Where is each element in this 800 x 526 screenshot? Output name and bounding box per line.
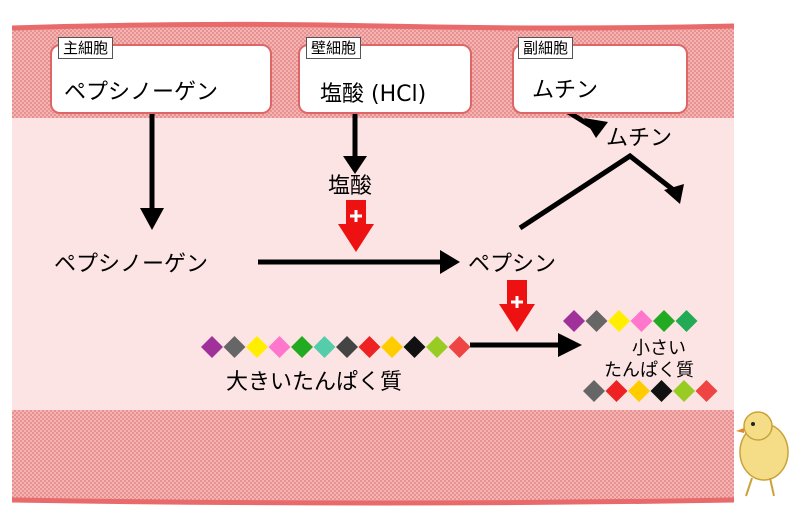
mucin-label: ムチン [606, 126, 673, 151]
protein-bead [630, 310, 653, 332]
protein-bead [605, 380, 628, 402]
protein-bead [246, 336, 268, 358]
protein-bead [695, 380, 718, 402]
large-protein-beads [201, 336, 471, 358]
protein-bead [403, 336, 426, 358]
large-protein-label: 大きいたんぱく質 [226, 370, 403, 395]
pepsin-label: ペプシン [468, 252, 557, 277]
protein-bead [585, 310, 608, 332]
protein-bead [336, 336, 358, 358]
hcl-label: 塩酸 [328, 174, 373, 199]
small-protein-label-line1: 小さい [632, 338, 686, 359]
protein-bead [291, 336, 313, 358]
mucous-cell-tag: 副細胞 [518, 37, 574, 59]
protein-bead [653, 310, 675, 332]
protein-bead [608, 310, 630, 332]
protein-bead [583, 380, 605, 402]
small-protein-beads-bottom [583, 380, 718, 402]
small-protein-label-line2: たんぱく質 [604, 360, 694, 381]
protein-bead [381, 336, 403, 358]
protein-bead [313, 336, 336, 358]
pepsinogen-label: ペプシノーゲン [54, 252, 209, 277]
parietal-cell-content: 塩酸 (HCl) [320, 82, 427, 107]
chick-doodle [736, 411, 789, 497]
parietal-cell-tag: 壁細胞 [306, 37, 362, 59]
protein-bead [223, 336, 246, 358]
plus-arrow-icon [338, 200, 535, 332]
protein-bead [628, 380, 650, 402]
chief-cell [50, 44, 272, 114]
protein-bead [673, 380, 695, 402]
protein-bead [358, 336, 381, 358]
protein-bead [650, 380, 673, 402]
protein-bead [563, 310, 585, 332]
protein-bead [268, 336, 291, 358]
chief-cell-content: ペプシノーゲン [64, 80, 219, 105]
protein-bead [201, 336, 223, 358]
small-protein-beads-top [563, 310, 698, 332]
chief-cell-tag: 主細胞 [58, 37, 114, 59]
protein-bead [426, 336, 448, 358]
protein-bead [675, 310, 698, 332]
protein-bead [448, 336, 471, 358]
mucous-cell-content: ムチン [532, 78, 599, 103]
epithelium-bottom [12, 410, 734, 503]
arrowheads [140, 118, 684, 357]
